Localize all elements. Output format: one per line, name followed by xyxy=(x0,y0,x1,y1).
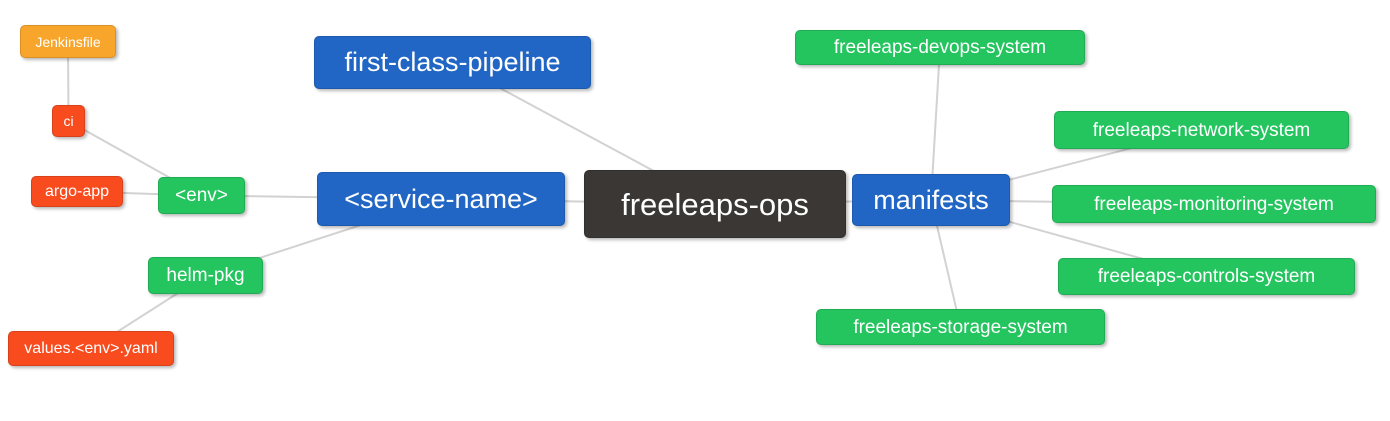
node-service-name[interactable]: <service-name> xyxy=(317,172,565,226)
node-helm-pkg[interactable]: helm-pkg xyxy=(148,257,263,294)
node-env[interactable]: <env> xyxy=(158,177,245,214)
node-first-class-pipeline[interactable]: first-class-pipeline xyxy=(314,36,591,89)
node-manifests[interactable]: manifests xyxy=(852,174,1010,226)
node-freeleaps-devops-system[interactable]: freeleaps-devops-system xyxy=(795,30,1085,65)
node-freeleaps-ops[interactable]: freeleaps-ops xyxy=(584,170,846,238)
node-freeleaps-storage-system[interactable]: freeleaps-storage-system xyxy=(816,309,1105,345)
node-freeleaps-controls-system[interactable]: freeleaps-controls-system xyxy=(1058,258,1355,295)
node-jenkinsfile[interactable]: Jenkinsfile xyxy=(20,25,116,58)
node-freeleaps-monitoring-system[interactable]: freeleaps-monitoring-system xyxy=(1052,185,1376,223)
node-freeleaps-network-system[interactable]: freeleaps-network-system xyxy=(1054,111,1349,149)
node-argo-app[interactable]: argo-app xyxy=(31,176,123,207)
node-ci[interactable]: ci xyxy=(52,105,85,137)
node-values-env-yaml[interactable]: values.<env>.yaml xyxy=(8,331,174,366)
